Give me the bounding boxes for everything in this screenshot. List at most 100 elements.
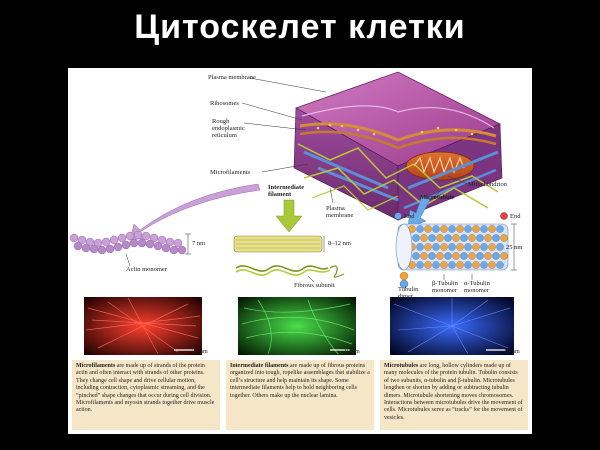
tubulin-bead: [500, 234, 508, 242]
caption-microfilaments-term: Microfilaments: [76, 363, 116, 369]
tubulin-bead: [456, 261, 464, 269]
intermediate-filament-arrow: [275, 199, 303, 233]
tubulin-bead: [440, 261, 448, 269]
tubulin-bead: [488, 261, 496, 269]
label-25nm: 25 nm: [506, 244, 523, 251]
tubulin-bead: [420, 234, 428, 242]
label-microfilaments: Microfilaments: [210, 169, 251, 176]
label-microtubule: Microtubule: [420, 194, 455, 201]
caption-intermediate-filaments: Intermediate filaments are made up of fi…: [226, 360, 374, 430]
caption-microfilaments: Microfilaments are made up of strands of…: [72, 360, 220, 430]
caption-intermediate-term: Intermediate filaments: [230, 363, 289, 369]
label-end-plus: End: [510, 213, 521, 220]
tubulin-bead: [480, 261, 488, 269]
caption-microfilaments-text: are made up of strands of the protein ac…: [76, 363, 215, 414]
intermediate-filament-web: [303, 167, 489, 209]
label-alpha-tubulin-1: α-Tubulin: [464, 280, 490, 287]
rough-er-sheet: [299, 130, 497, 150]
tubulin-bead: [476, 252, 484, 260]
caption-microtubules: Microtubules are long, hollow cylinders …: [380, 360, 528, 430]
tubulin-bead: [492, 252, 500, 260]
label-7nm: 7 nm: [192, 240, 206, 247]
label-beta-tubulin-2: monomer: [432, 287, 457, 294]
plus-end-icon: [500, 212, 508, 220]
label-intermediate-2: filament: [268, 191, 292, 198]
tubulin-bead: [452, 252, 460, 260]
tubulin-bead: [416, 225, 424, 233]
tubulin-bead: [484, 252, 492, 260]
label-fibrous-subunit: Fibrous subunit: [294, 282, 335, 289]
label-plasma-membrane-2-1: Plasma: [326, 205, 345, 212]
tubulin-bead: [440, 225, 448, 233]
label-tubulin-dimer-1: Tubulin: [398, 286, 419, 293]
label-8-12nm: 8–12 nm: [328, 240, 351, 247]
tubulin-bead: [484, 234, 492, 242]
tubulin-bead: [488, 243, 496, 251]
tubulin-bead: [448, 243, 456, 251]
label-actin-monomer: Actin monomer: [126, 266, 167, 273]
intermediate-filament-web: [311, 185, 399, 211]
tubulin-bead: [424, 243, 432, 251]
cytoskeleton-illustration: [69, 71, 517, 355]
tubulin-bead: [412, 234, 420, 242]
tubulin-bead: [428, 252, 436, 260]
tubulin-bead: [412, 252, 420, 260]
slide-title: Цитоскелет клетки: [134, 8, 466, 46]
label-rough-er-3: reticulum: [212, 132, 237, 139]
cell-block: [293, 71, 503, 221]
tubulin-bead: [456, 225, 464, 233]
tubulin-bead: [496, 243, 504, 251]
tubulin-bead: [416, 261, 424, 269]
caption-microtubules-term: Microtubules: [384, 363, 419, 369]
actin-filament: [69, 230, 191, 267]
tubulin-bead: [424, 261, 432, 269]
tubulin-bead: [448, 225, 456, 233]
tubulin-bead: [436, 234, 444, 242]
tubulin-bead: [464, 225, 472, 233]
tubulin-bead: [464, 261, 472, 269]
tubulin-bead: [444, 252, 452, 260]
tubulin-bead: [428, 234, 436, 242]
scale-bar-label-left: 20 µm: [192, 349, 208, 355]
scale-bar-label-middle: 10 µm: [344, 349, 360, 355]
tubulin-bead: [416, 243, 424, 251]
tubulin-bead: [432, 225, 440, 233]
caption-microtubules-text: are long, hollow cylinders made up of ma…: [384, 363, 523, 421]
figure-panel: Plasma membrane Ribosomes Rough endoplas…: [68, 68, 532, 434]
label-intermediate-1: Intermediate: [268, 184, 305, 191]
label-beta-tubulin-1: β-Tubulin: [432, 280, 458, 287]
tubulin-bead: [464, 243, 472, 251]
intermediate-filament-web: [297, 143, 499, 193]
label-alpha-tubulin-2: monomer: [464, 287, 489, 294]
ribosome-dots: [316, 123, 474, 136]
tubulin-bead: [452, 234, 460, 242]
tubulin-bead: [496, 225, 504, 233]
minus-end-icon: [394, 212, 402, 220]
tubulin-bead: [460, 252, 468, 260]
label-end-minus: End: [404, 213, 415, 220]
tubulin-bead: [492, 234, 500, 242]
leader-lines: [241, 77, 469, 204]
tubulin-bead: [436, 252, 444, 260]
intermediate-filament-bundle: [233, 235, 345, 283]
microtubule-rod: [317, 166, 399, 202]
tubulin-bead: [432, 261, 440, 269]
tubulin-bead: [496, 261, 504, 269]
tubulin-bead: [472, 261, 480, 269]
tubulin-bead: [500, 252, 508, 260]
label-rough-er-1: Rough: [212, 118, 230, 125]
label-mitochondrion: Mitochondrion: [468, 181, 507, 188]
tubulin-bead: [420, 252, 428, 260]
tubulin-bead: [448, 261, 456, 269]
label-plasma-membrane-2-2: membrane: [326, 212, 354, 219]
scale-bar-label-right: 10 µm: [504, 349, 520, 355]
tubulin-bead: [472, 225, 480, 233]
microtubule-rod: [407, 150, 499, 190]
tubulin-bead: [432, 243, 440, 251]
micrograph-intermediate-filaments: [238, 297, 356, 355]
microfilament-bundle: [301, 105, 495, 129]
label-tubulin-dimer-2: dimer: [398, 293, 414, 300]
tubulin-bead: [440, 243, 448, 251]
label-rough-er-2: endoplasmic: [212, 125, 245, 132]
tubulin-bead: [472, 243, 480, 251]
